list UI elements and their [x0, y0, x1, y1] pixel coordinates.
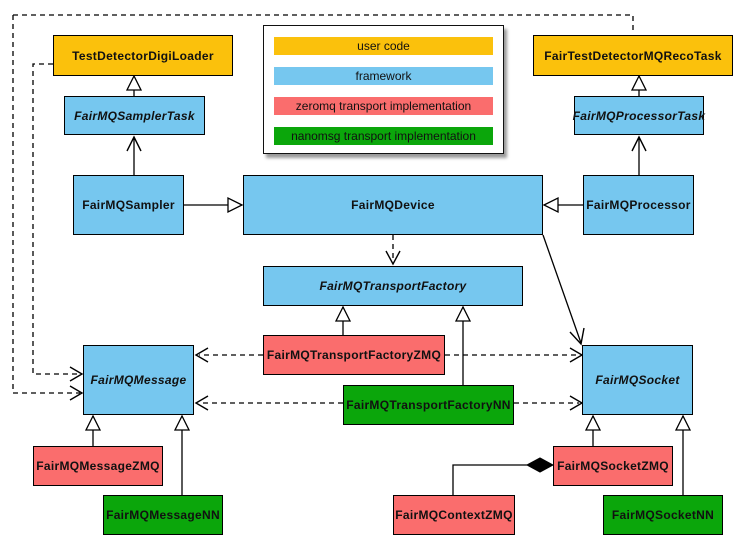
legend-box: user code framework zeromq transport imp… — [263, 25, 504, 154]
node-fairmq-sampler: FairMQSampler — [73, 175, 184, 235]
node-fairmq-processor-task: FairMQProcessorTask — [573, 96, 705, 135]
vee-arrowhead-socket-top — [569, 327, 585, 346]
legend-item-zeromq: zeromq transport implementation — [274, 97, 493, 115]
node-test-detector-digi-loader: TestDetectorDigiLoader — [53, 35, 233, 76]
vee-arrowhead-message-dep3 — [69, 385, 84, 401]
vee-arrowhead-processortask — [631, 135, 647, 152]
node-fairmq-transport-factory-nn: FairMQTransportFactoryNN — [343, 385, 514, 425]
vee-arrowhead-message-dep4 — [194, 395, 209, 411]
legend-item-nanomsg: nanomsg transport implementation — [274, 127, 493, 145]
triangle-arrowhead-socket-left — [584, 414, 602, 431]
vee-arrowhead-message-dep1 — [194, 347, 209, 363]
node-fairmq-transport-factory: FairMQTransportFactory — [263, 266, 523, 306]
node-fairmq-message-nn: FairMQMessageNN — [103, 495, 223, 535]
triangle-arrowhead-recotask — [630, 74, 648, 91]
vee-arrowhead-socket-dep1 — [569, 347, 584, 363]
triangle-arrowhead-transportfactory-left — [334, 305, 352, 322]
node-fairmq-processor: FairMQProcessor — [583, 175, 694, 235]
node-fairmq-message-zmq: FairMQMessageZMQ — [33, 446, 163, 486]
legend-item-user-code: user code — [274, 37, 493, 55]
legend-item-framework: framework — [274, 67, 493, 85]
edge-device-socket — [542, 234, 582, 344]
triangle-arrowhead-device-right — [542, 196, 559, 214]
node-fairmq-socket-zmq: FairMQSocketZMQ — [553, 446, 673, 486]
node-fairmq-socket-nn: FairMQSocketNN — [603, 495, 723, 535]
composition-diamond-icon — [525, 457, 555, 473]
triangle-arrowhead-socket-right — [674, 414, 692, 431]
triangle-arrowhead-digiloader — [125, 74, 143, 91]
vee-arrowhead-samplertask — [126, 135, 142, 152]
node-fair-test-detector-mq-reco-task: FairTestDetectorMQRecoTask — [533, 35, 733, 76]
node-fairmq-message: FairMQMessage — [83, 345, 194, 415]
triangle-arrowhead-message-left — [84, 414, 102, 431]
vee-arrowhead-message-dep2 — [69, 366, 84, 382]
triangle-arrowhead-transportfactory-right — [454, 305, 472, 322]
node-fairmq-device: FairMQDevice — [243, 175, 543, 235]
node-fairmq-socket: FairMQSocket — [582, 345, 693, 415]
vee-arrowhead-socket-dep2 — [569, 395, 584, 411]
vee-arrowhead-transportfactory — [385, 250, 401, 266]
triangle-arrowhead-device-left — [227, 196, 244, 214]
triangle-arrowhead-message-right — [173, 414, 191, 431]
node-fairmq-transport-factory-zmq: FairMQTransportFactoryZMQ — [263, 335, 445, 375]
node-fairmq-sampler-task: FairMQSamplerTask — [64, 96, 205, 135]
node-fairmq-context-zmq: FairMQContextZMQ — [393, 495, 515, 535]
edge-contextzmq-socketzmq — [452, 464, 527, 495]
